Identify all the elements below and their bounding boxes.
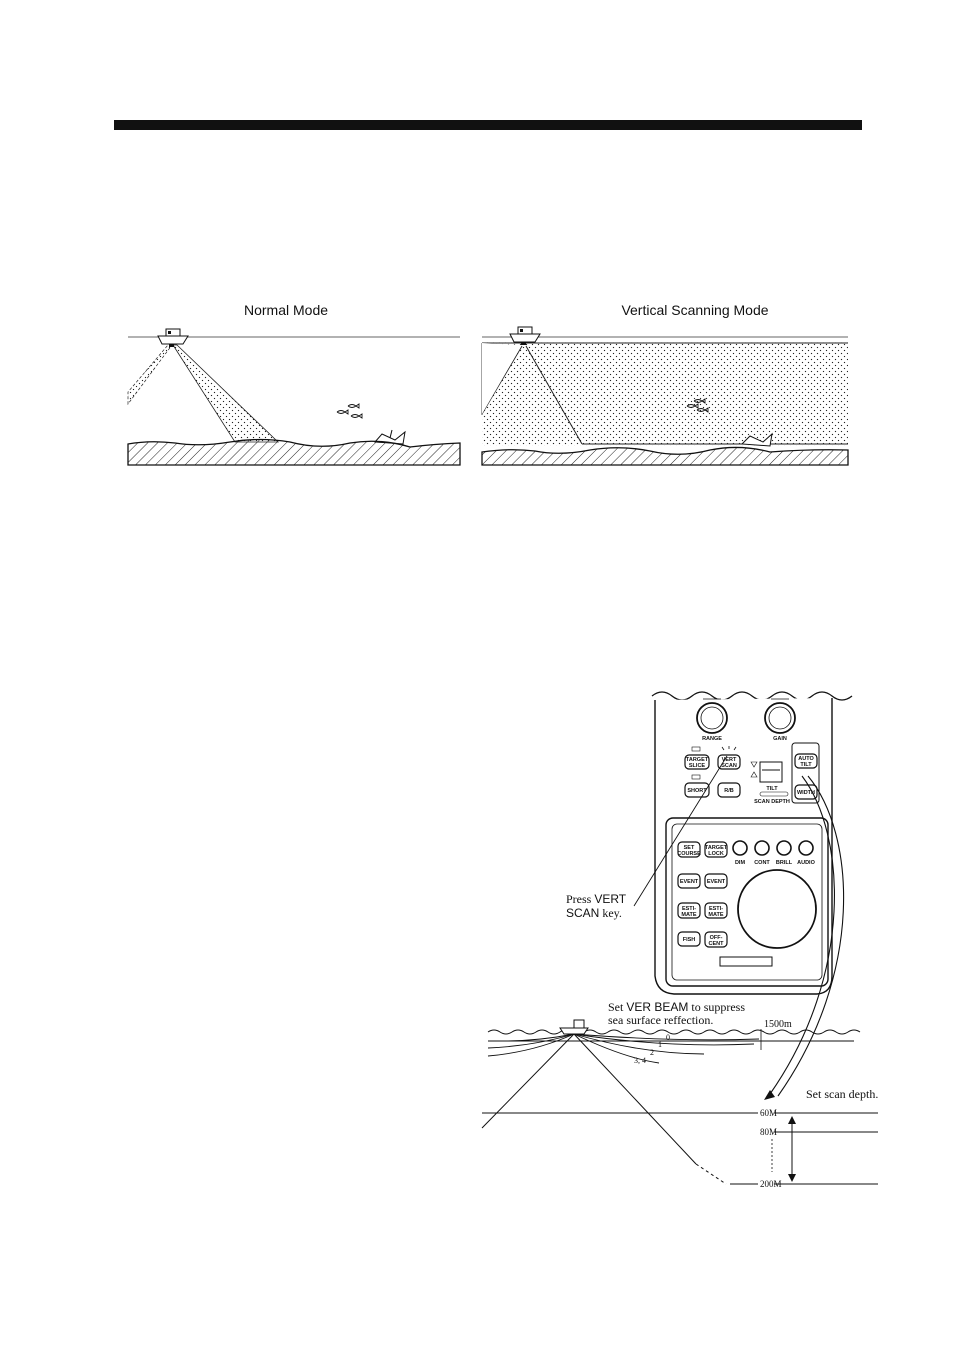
gain-knob[interactable]: GAIN (764, 698, 796, 742)
svg-text:LOCK: LOCK (708, 851, 724, 857)
svg-text:SCAN: SCAN (721, 763, 737, 769)
event-key-1[interactable]: EVENT (677, 873, 701, 889)
svg-text:VERT: VERT (722, 757, 737, 763)
target-lock-key[interactable]: TARGET LOCK (704, 841, 728, 858)
svg-text:EVENT: EVENT (680, 879, 699, 885)
svg-text:SLICE: SLICE (689, 763, 706, 769)
fish-school-icon (336, 403, 363, 419)
ver-beam-callout: Set VER BEAM to suppress (608, 1000, 745, 1014)
vert-scan-key[interactable]: VERT SCAN (717, 746, 741, 770)
svg-text:FISH: FISH (683, 937, 696, 943)
tilt-lever[interactable]: TILT SCAN DEPTH (754, 761, 790, 805)
svg-text:MATE: MATE (681, 912, 697, 918)
header-rule (114, 120, 862, 130)
svg-text:CONT: CONT (754, 860, 770, 866)
beam-number-2: 2 (650, 1048, 654, 1057)
boat-icon (157, 328, 189, 347)
auto-tilt-key[interactable]: AUTO TILT (794, 753, 818, 769)
svg-text:AUTO: AUTO (798, 756, 814, 762)
svg-text:OFF-: OFF- (710, 935, 723, 941)
small-knobs: DIM CONT BRILL AUDIO (732, 840, 816, 866)
ver-beam-callout-2: sea surface reffection. (608, 1013, 713, 1027)
svg-text:TARGET: TARGET (686, 757, 709, 763)
brill-knob[interactable]: BRILL (776, 840, 793, 866)
search-beam (172, 344, 279, 443)
target-slice-key[interactable]: TARGET SLICE (684, 754, 710, 770)
svg-text:ESTI-: ESTI- (682, 906, 696, 912)
svg-text:EVENT: EVENT (707, 879, 726, 885)
press-vert-callout-2: SCAN key. (566, 906, 622, 920)
scan-depth-label: SCAN DEPTH (754, 799, 790, 805)
beam-number-3-4: 3, 4 (634, 1056, 646, 1065)
range-label: RANGE (702, 736, 722, 742)
audio-knob[interactable]: AUDIO (797, 840, 816, 866)
tilt-arrows-icon (750, 761, 758, 778)
rb-key[interactable]: R/B (717, 782, 741, 798)
off-cent-key[interactable]: OFF- CENT (704, 931, 728, 948)
event-key-2[interactable]: EVENT (704, 873, 728, 889)
depth-60m: 60M (760, 1108, 777, 1118)
cont-knob[interactable]: CONT (754, 840, 770, 866)
normal-mode-panel: Normal Mode (127, 302, 461, 466)
range-label-1500m: 1500m (764, 1019, 792, 1030)
vert-scan-operation-figure: RANGE GAIN TARGET SLICE VERT SCAN SHORT (481, 691, 878, 1189)
mode-comparison-figure: Normal Mode Vertical Scanning Mode (127, 302, 849, 466)
svg-text:ESTI-: ESTI- (709, 906, 723, 912)
depth-80m: 80M (760, 1127, 777, 1137)
range-knob[interactable]: RANGE (696, 698, 728, 742)
svg-text:R/B: R/B (724, 788, 734, 794)
set-course-key[interactable]: SET COURSE (677, 841, 701, 858)
width-key[interactable]: WIDTH (794, 784, 818, 800)
seabed (127, 438, 461, 466)
indicator-led (691, 746, 701, 752)
vertical-mode-label: Vertical Scanning Mode (621, 302, 768, 318)
svg-text:AUDIO: AUDIO (797, 860, 815, 866)
svg-text:TARGET: TARGET (705, 845, 728, 851)
trackball[interactable] (737, 869, 817, 949)
depth-200m: 200M (760, 1179, 782, 1189)
vertical-mode-panel: Vertical Scanning Mode (481, 302, 849, 466)
dim-knob[interactable]: DIM (732, 840, 748, 866)
estimate-key-2[interactable]: ESTI- MATE (704, 902, 728, 919)
svg-text:MATE: MATE (708, 912, 724, 918)
boat-icon (559, 1019, 589, 1035)
estimate-key-1[interactable]: ESTI- MATE (677, 902, 701, 919)
fish-school-icon (686, 398, 709, 413)
svg-text:TILT: TILT (800, 762, 812, 768)
short-key[interactable]: SHORT (684, 782, 710, 798)
beam-diagram: 1500m 0 1 2 3, 4 60M 80M 200M (481, 1019, 878, 1189)
slot (719, 956, 773, 967)
boat-icon (509, 326, 541, 345)
seabed (481, 446, 849, 466)
beam-number-1: 1 (658, 1040, 662, 1049)
beam-number-0: 0 (666, 1033, 670, 1042)
svg-text:COURSE: COURSE (677, 851, 701, 857)
control-panel: RANGE GAIN TARGET SLICE VERT SCAN SHORT (651, 691, 853, 995)
svg-text:DIM: DIM (735, 860, 746, 866)
svg-text:WIDTH: WIDTH (797, 790, 815, 796)
normal-mode-label: Normal Mode (244, 302, 328, 318)
fish-key[interactable]: FISH (677, 931, 701, 947)
tilt-label: TILT (766, 786, 778, 792)
press-vert-callout: Press VERT (566, 892, 627, 906)
wreck-icon (740, 432, 773, 447)
side-beam (127, 344, 173, 406)
svg-text:SHORT: SHORT (687, 788, 707, 794)
indicator-led (691, 774, 701, 780)
gain-label: GAIN (773, 736, 787, 742)
scan-area (482, 342, 848, 446)
svg-text:BRILL: BRILL (776, 860, 793, 866)
scan-depth-callout: Set scan depth. (806, 1087, 878, 1101)
svg-text:CENT: CENT (709, 941, 725, 947)
svg-text:SET: SET (684, 845, 695, 851)
